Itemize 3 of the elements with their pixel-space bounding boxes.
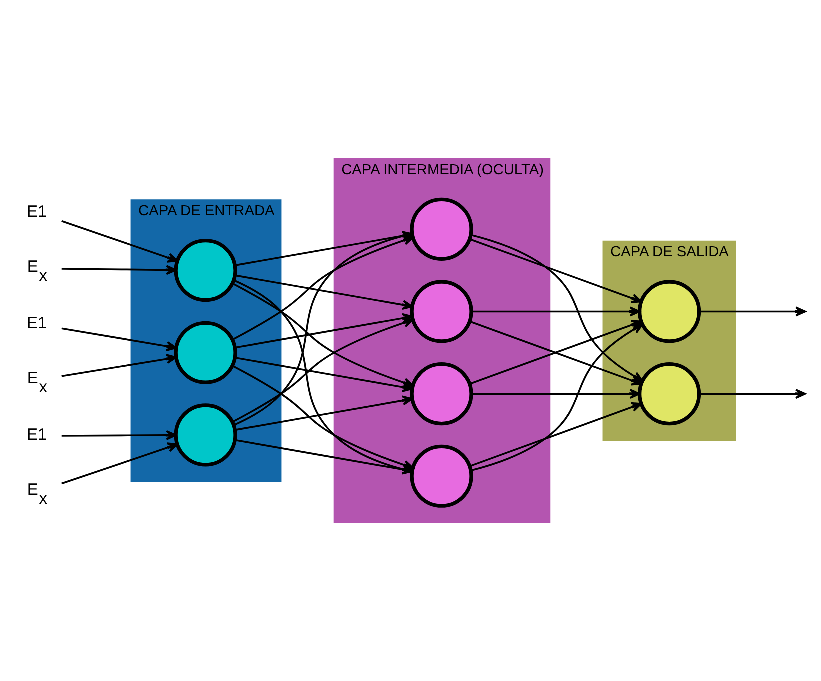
- node-text: E1: [26, 426, 48, 444]
- node-text: E1: [26, 202, 48, 220]
- node-text: E1: [26, 314, 48, 332]
